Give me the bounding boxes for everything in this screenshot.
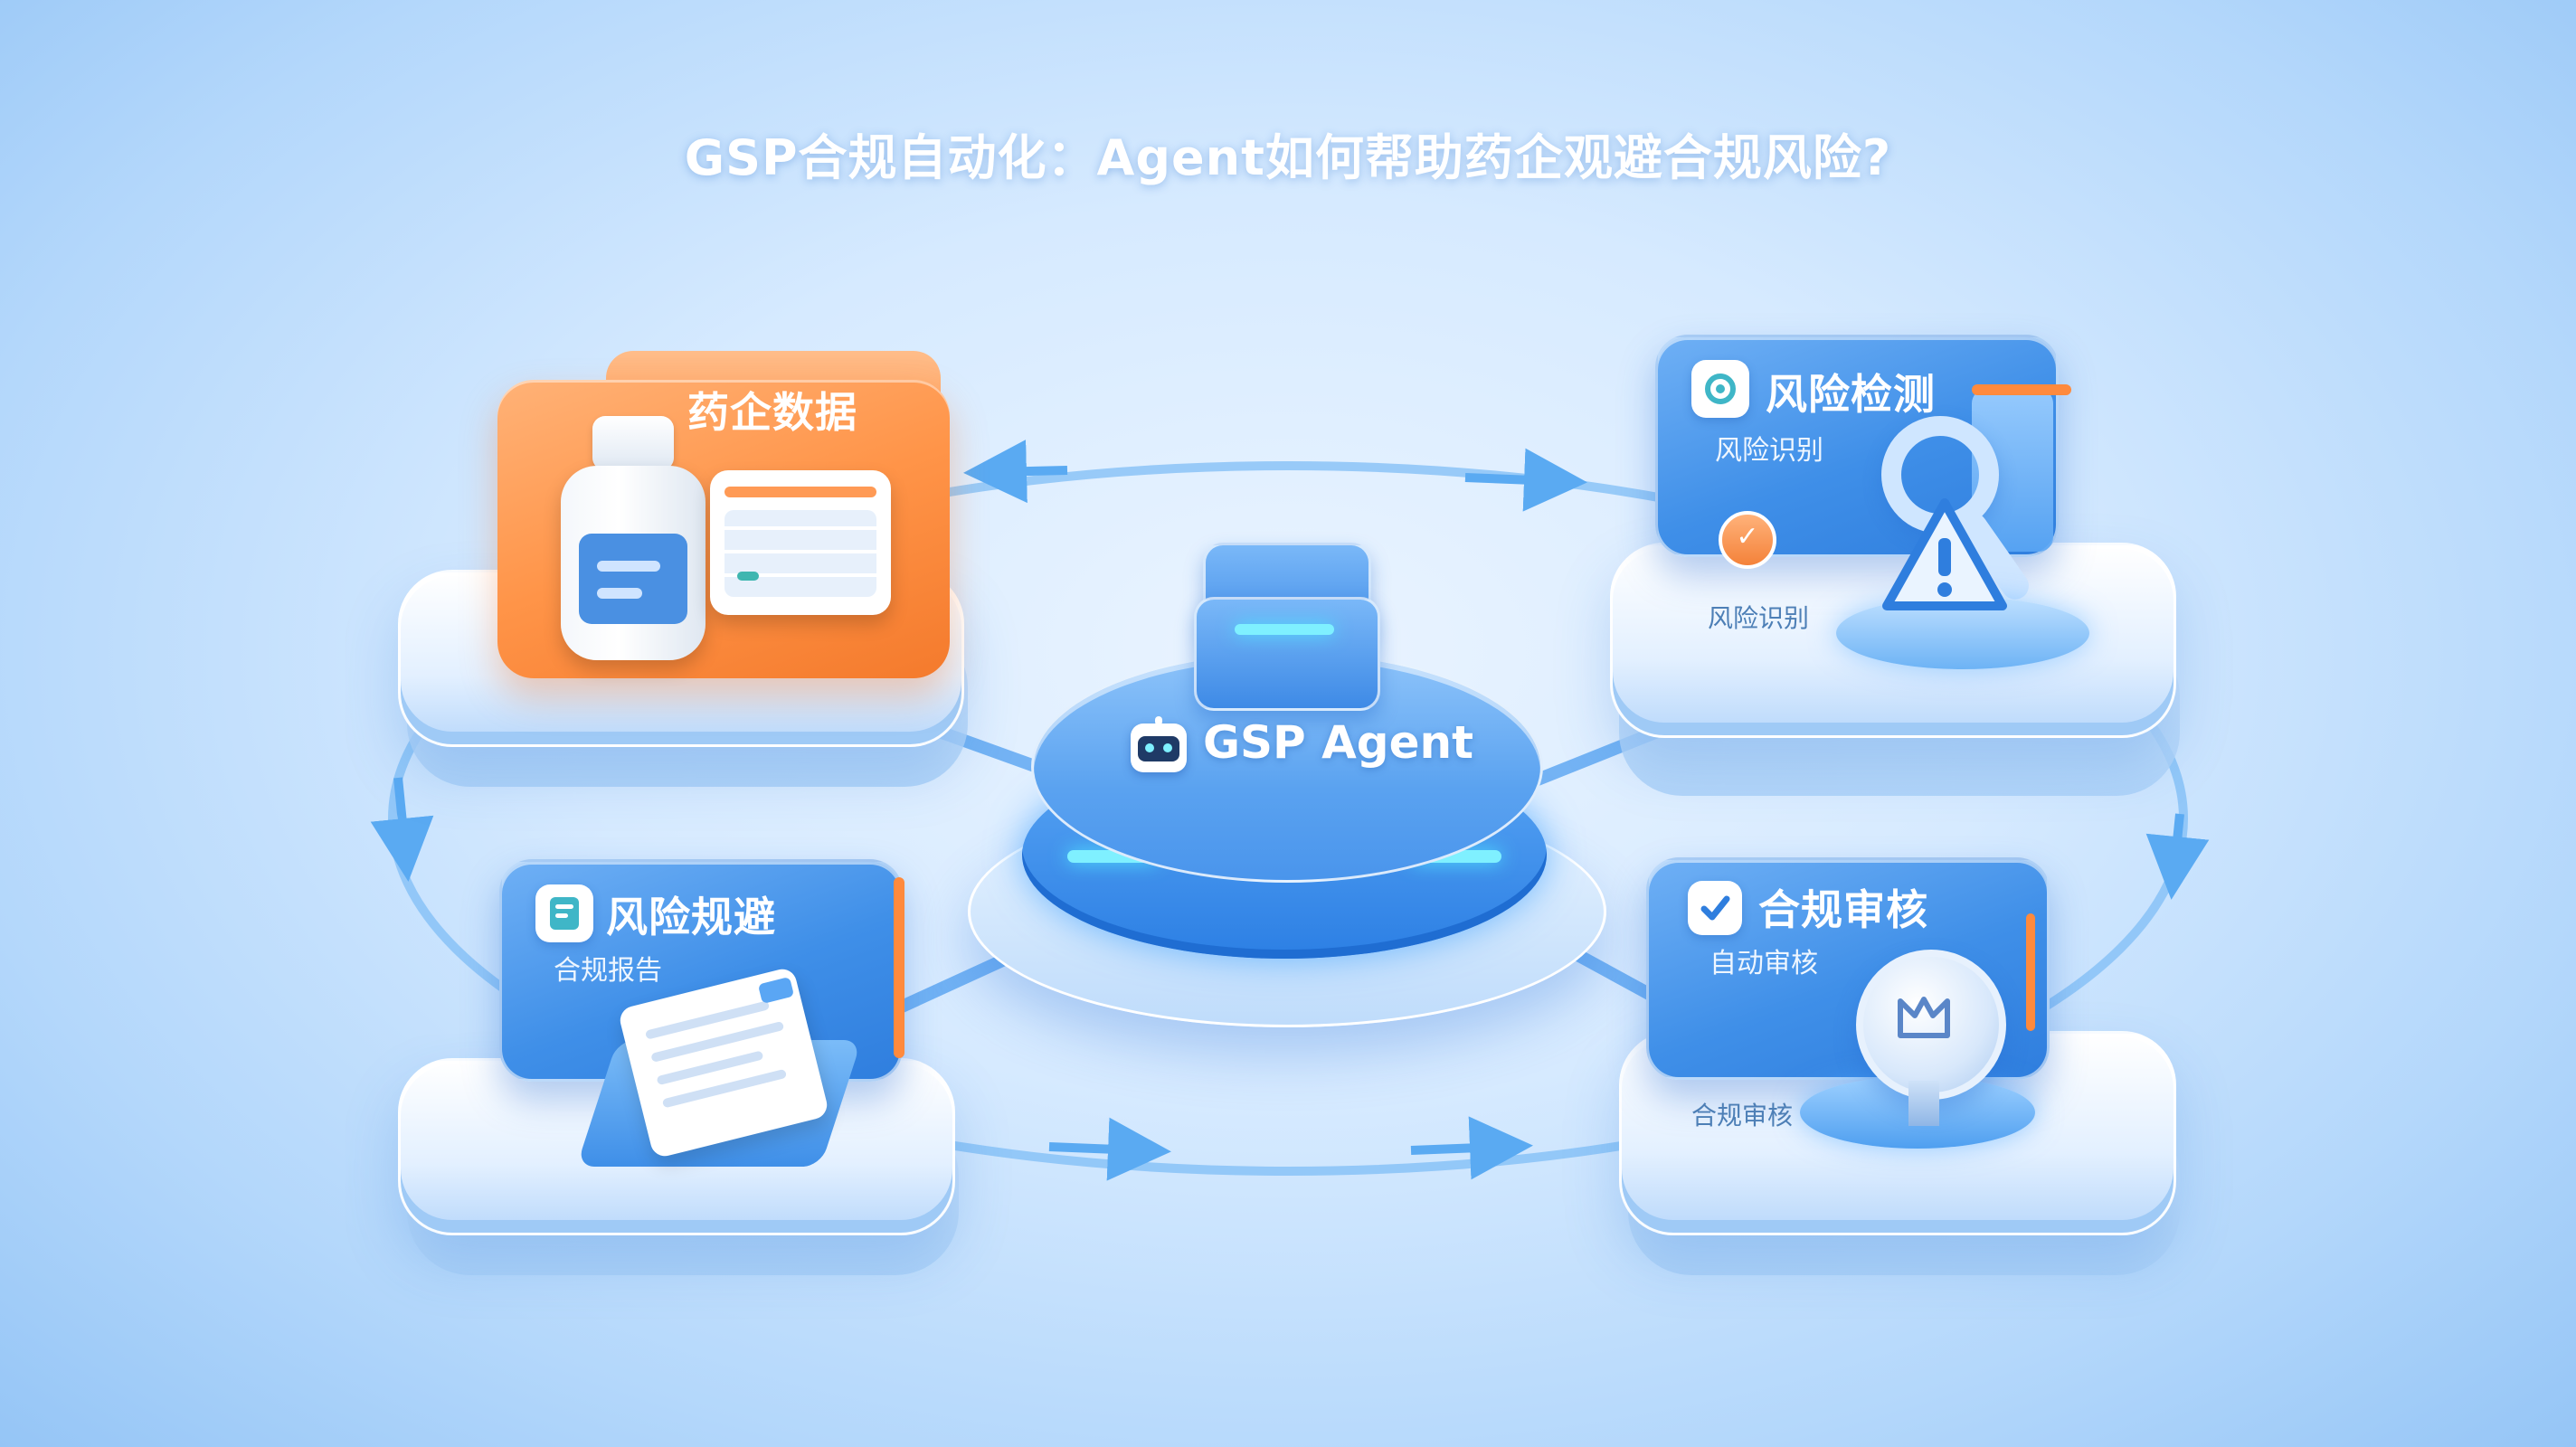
flow-arrow-right [2145,813,2210,900]
warning-icon [1882,498,2007,610]
flow-arrow-top-right [1464,448,1587,512]
page-title: GSP合规自动化：Agent如何帮助药企观避合规风险? [684,129,1892,186]
hub-label: GSP Agent [1203,716,1473,769]
radar-icon [1691,360,1749,418]
node-compliance-audit: 合规审核 自动审核 合规审核 [1619,850,2198,1302]
medicine-bottle-icon [561,416,706,660]
node-pharma-data: 药企数据 [398,344,977,814]
platform-label: 合规审核 [1691,1101,1794,1130]
node-subtitle: 风险识别 [1715,435,1823,467]
node-title: 风险检测 [1766,370,1936,419]
flow-arrow-bottom-right [1410,1116,1533,1180]
checkbox-icon [1688,881,1742,935]
node-risk-detection: 风险检测 风险识别 ✓ 风险识别 [1610,335,2198,805]
flow-arrow-bottom-left [1048,1117,1171,1181]
node-title: 合规审核 [1758,885,1928,934]
report-icon [535,884,593,942]
document-stack-icon [576,966,862,1185]
flow-arrow-left [370,777,434,882]
platform-label: 风险识别 [1708,603,1810,633]
flow-arrow-top-left [963,440,1068,504]
hub-gsp-agent: GSP Agent [968,543,1606,1049]
robot-icon [1131,716,1187,772]
node-subtitle: 合规报告 [554,955,662,987]
node-title: 药企数据 [687,388,857,437]
node-subtitle: 自动审核 [1709,948,1818,979]
seal-icon [1856,950,2006,1100]
node-risk-avoidance: 风险规避 合规报告 [398,850,977,1302]
calendar-icon [710,470,891,615]
node-title: 风险规避 [606,893,776,941]
check-badge-icon: ✓ [1719,511,1776,569]
